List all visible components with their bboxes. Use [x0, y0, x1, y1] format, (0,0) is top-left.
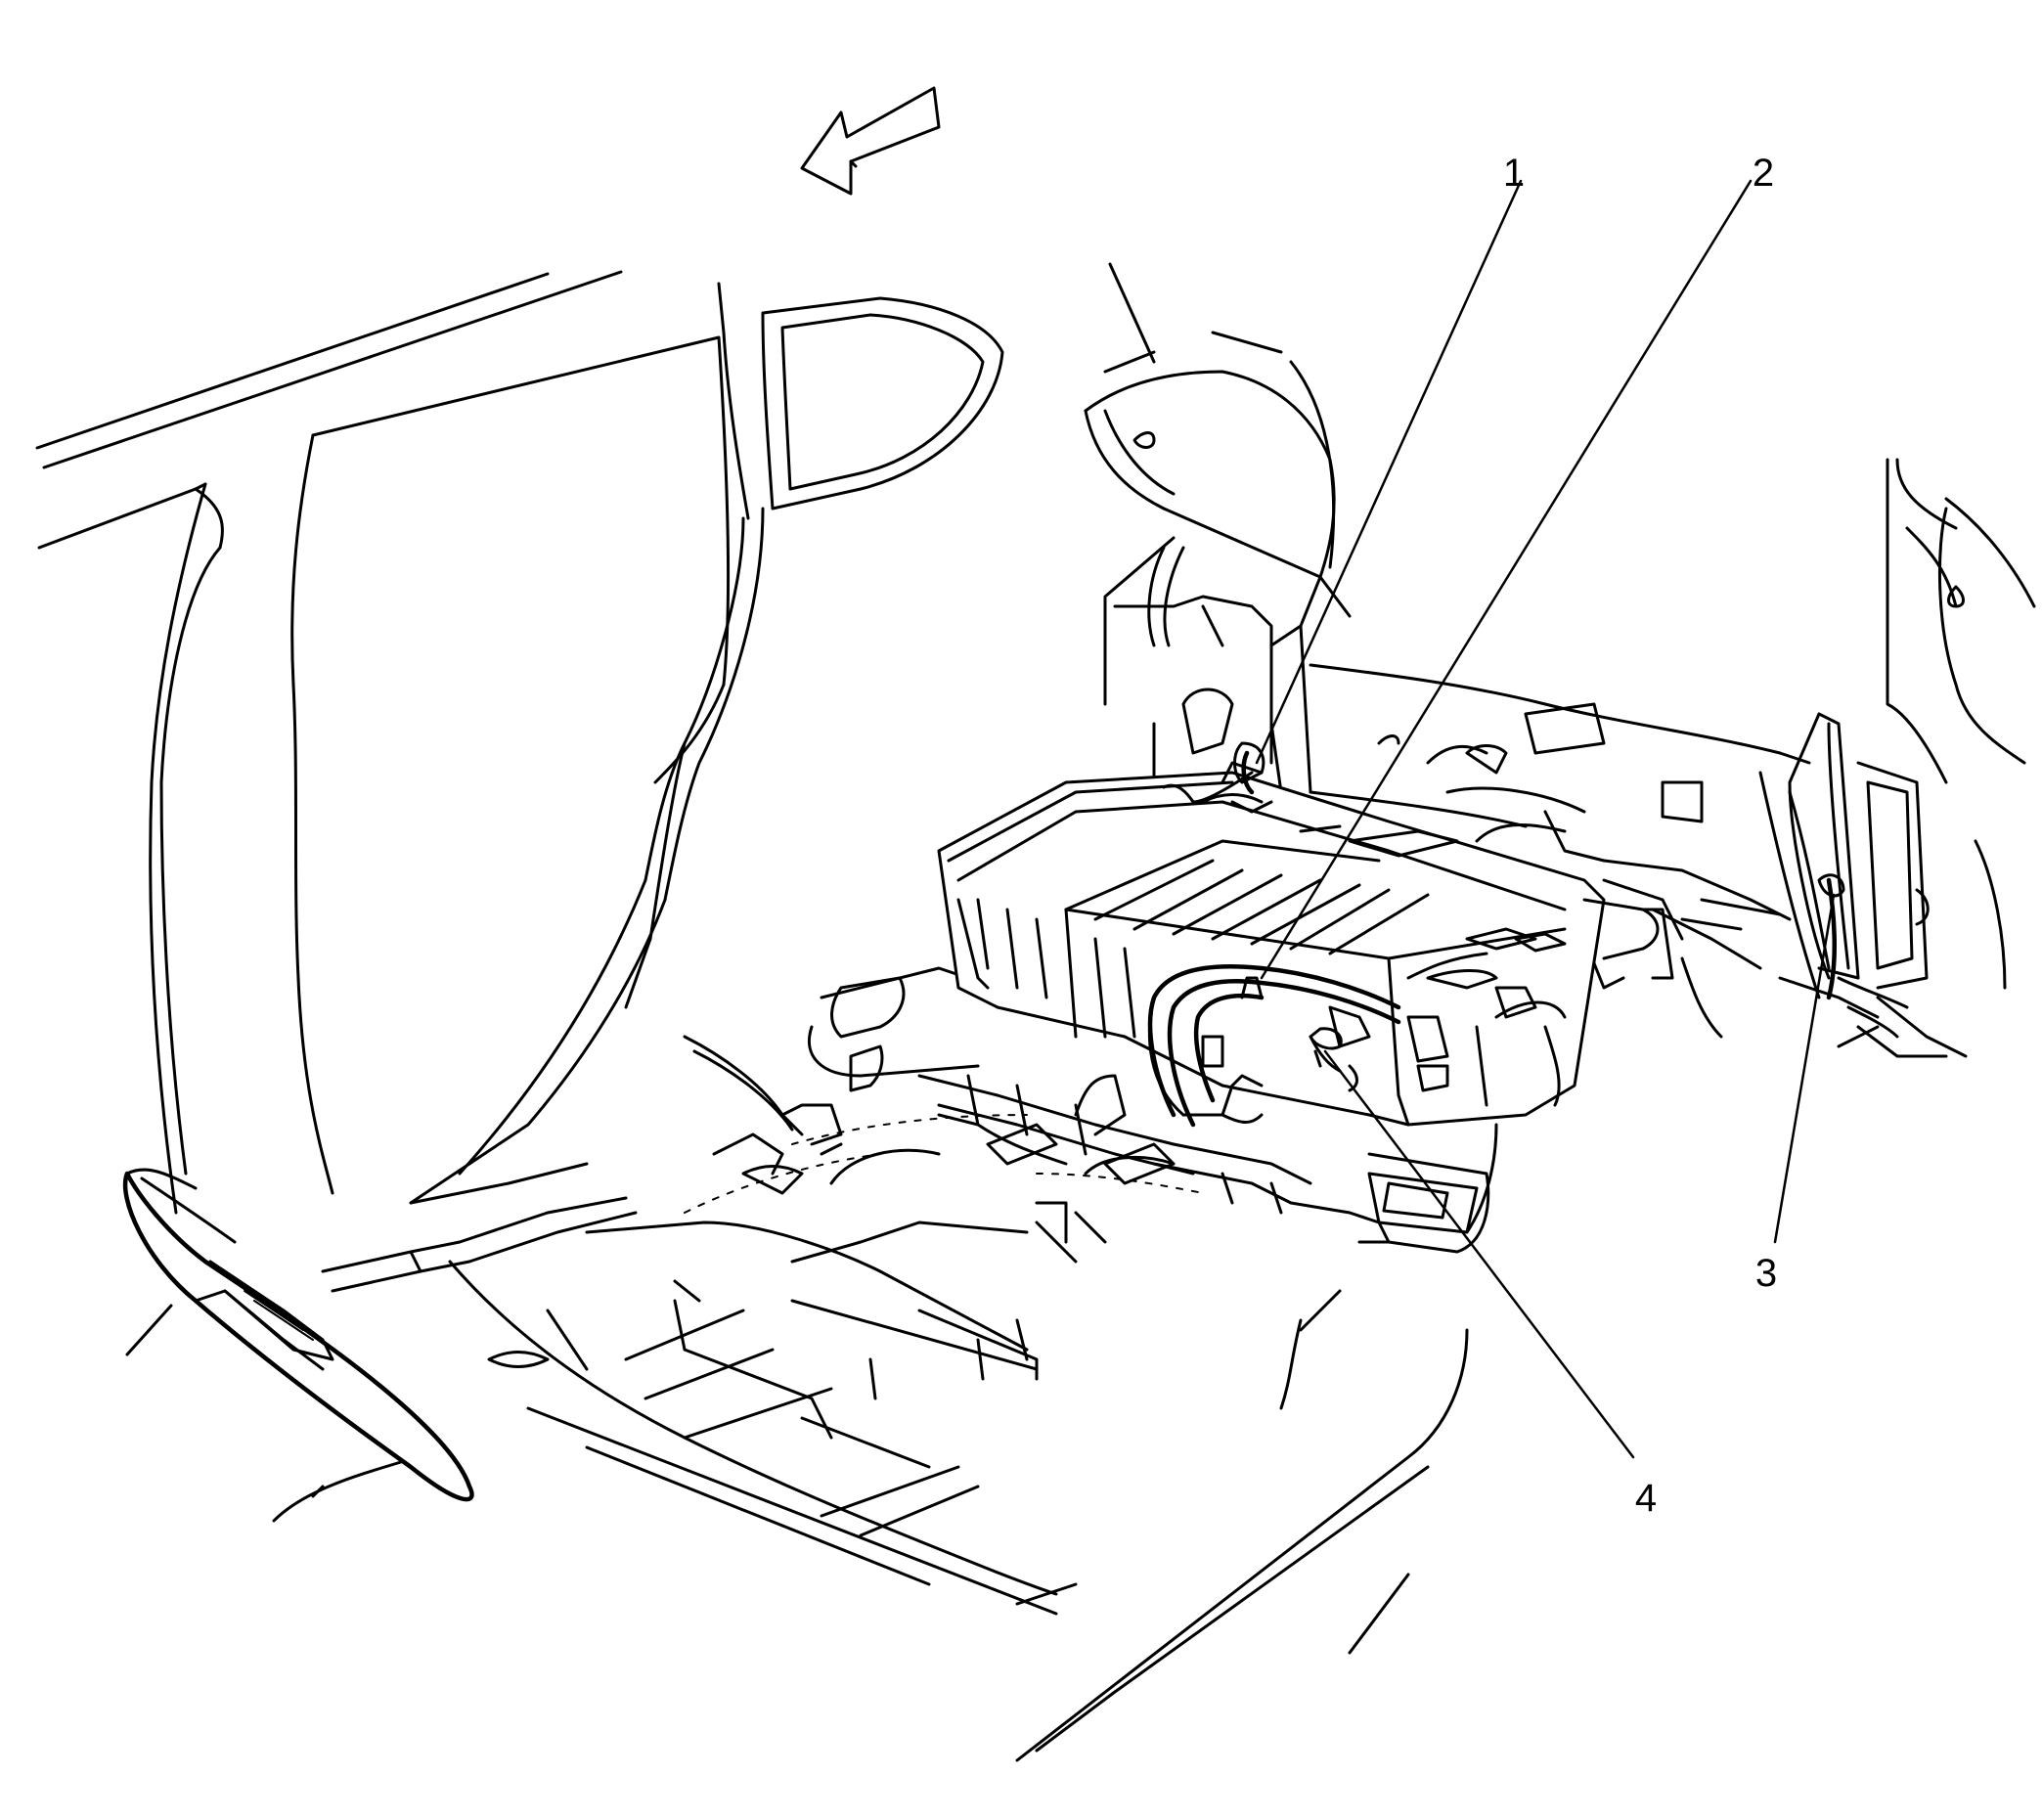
vehicle-body-frame: [35, 270, 1004, 1215]
ground-wire-seatback: [1162, 741, 1273, 814]
callout-1-leader: [1255, 179, 1523, 765]
callout-3-leader: [1773, 893, 1836, 1244]
callout-leaders: [1255, 179, 1836, 1459]
mounting-rails: [808, 966, 1490, 1264]
callout-3-label: 3: [1755, 1252, 1777, 1295]
callout-2-leader: [1260, 179, 1753, 980]
rear-seatback-frame: [1084, 262, 1352, 794]
ground-wire-battery: [1309, 1027, 1343, 1068]
rear-quarter-panel: [1758, 458, 2036, 1058]
callout-2-label: 2: [1753, 152, 1774, 195]
rear-floor: [1309, 663, 1880, 1039]
callout-4-label: 4: [1635, 1477, 1657, 1520]
ground-wire-quarter: [1817, 873, 1909, 1039]
callout-labels: 1 2 3 4: [1503, 152, 1777, 1520]
floor-harness: [683, 1035, 843, 1195]
high-voltage-cable-harness: [1147, 964, 1401, 1128]
callout-4-leader: [1323, 1049, 1635, 1459]
steering-wheel: [122, 1168, 638, 1523]
battery-pack: [937, 761, 1674, 1127]
forward-direction-arrow-icon: [800, 86, 941, 196]
callout-1-label: 1: [1503, 152, 1525, 195]
floor-pan: [409, 1114, 1498, 1762]
